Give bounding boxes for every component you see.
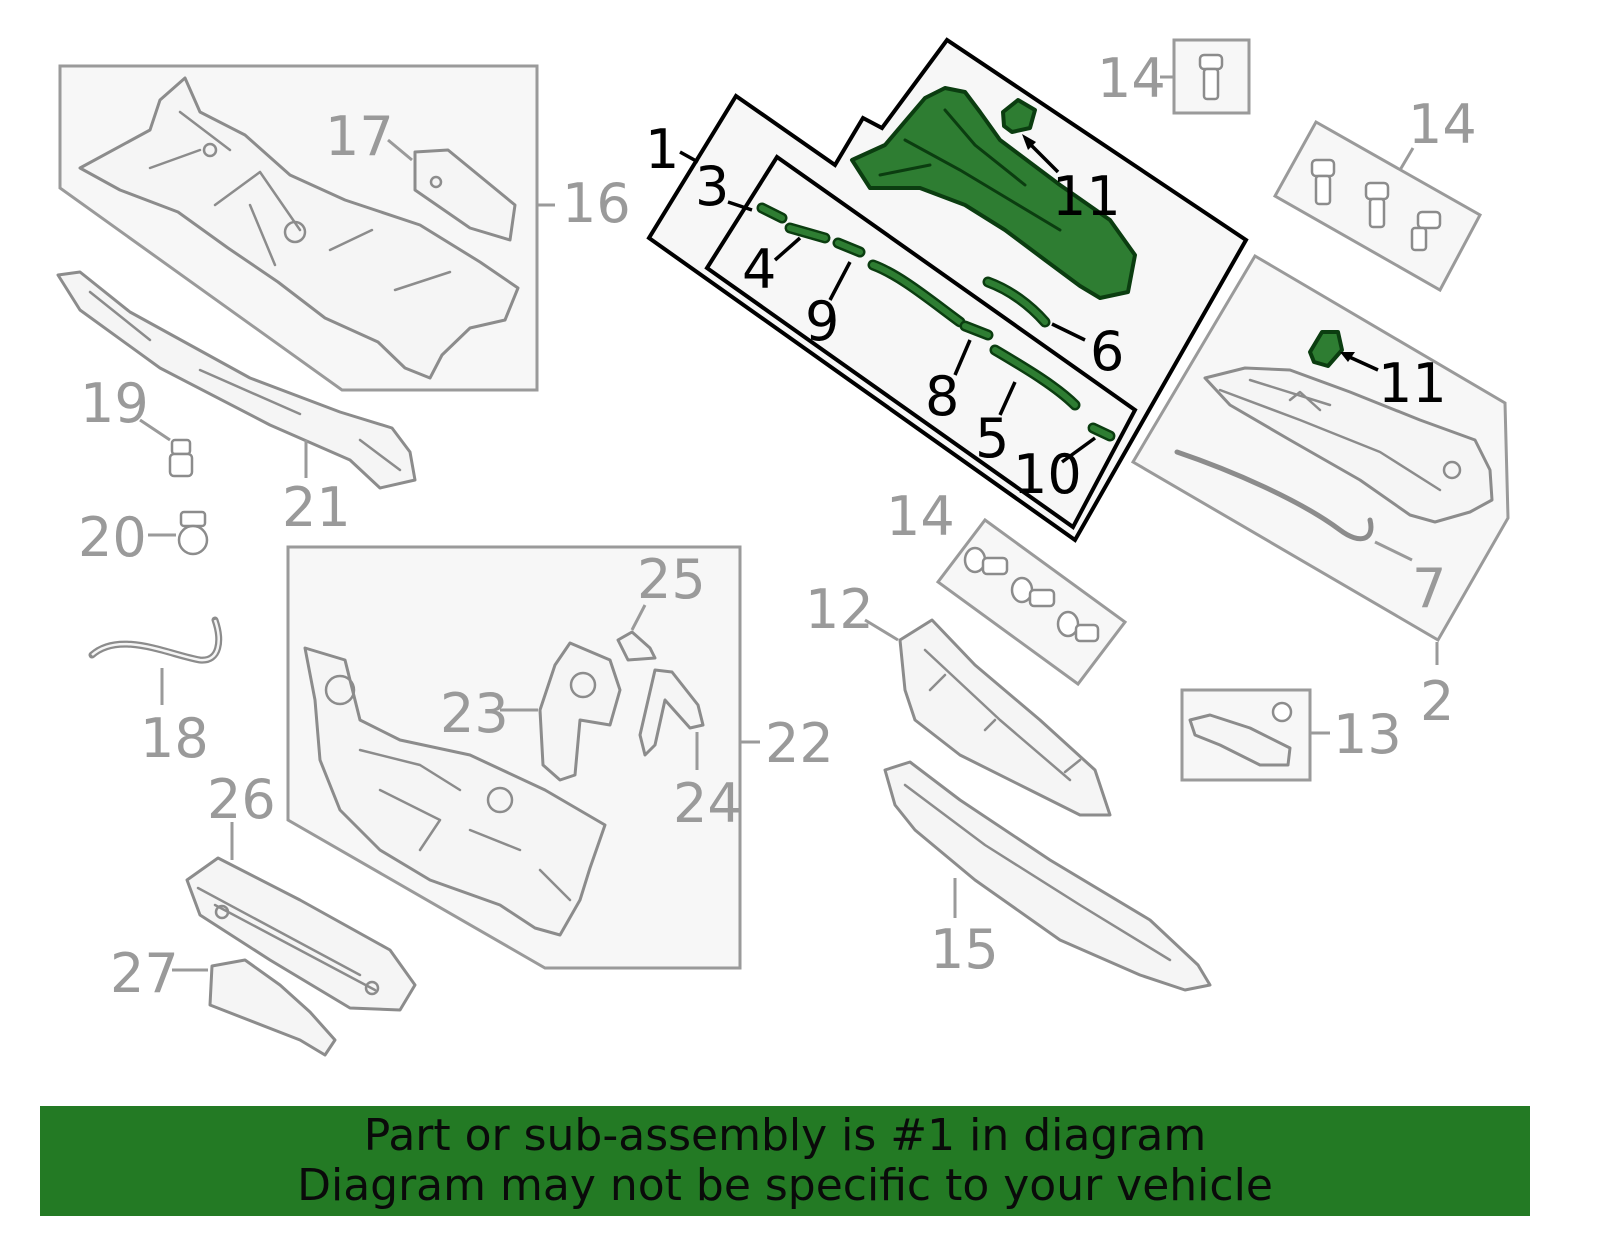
callout-27: 27 [110, 942, 179, 1005]
part-14-clip-single[interactable]: 14 [1097, 38, 1251, 115]
callout-3: 3 [695, 155, 729, 218]
part-11-cap-upper [1001, 98, 1037, 134]
callout-21: 21 [282, 476, 351, 539]
part-25-bracket[interactable]: 25 [616, 548, 706, 662]
callout-17: 17 [325, 105, 394, 168]
part-1-cowl-panel [850, 86, 1137, 300]
callout-23: 23 [440, 682, 509, 745]
callout-22: 22 [765, 712, 834, 775]
callout-19: 19 [80, 372, 149, 435]
notice-banner: Part or sub-assembly is #1 in diagram Di… [40, 1106, 1530, 1216]
callout-7: 7 [1412, 557, 1446, 620]
callout-4: 4 [742, 238, 776, 301]
notice-line-2: Diagram may not be specific to your vehi… [297, 1160, 1273, 1211]
callout-10: 10 [1013, 443, 1082, 506]
notice-line-1: Part or sub-assembly is #1 in diagram [363, 1110, 1207, 1161]
part-18-hose[interactable]: 18 [88, 616, 223, 770]
group-2-cowl-side[interactable]: 11 7 2 [1130, 253, 1510, 733]
part-11-cap-lower [1308, 330, 1344, 368]
callout-18: 18 [140, 707, 209, 770]
callout-26: 26 [207, 768, 276, 831]
callout-20: 20 [78, 506, 147, 569]
part-20-clip[interactable]: 20 [78, 506, 209, 569]
part-22-shape [303, 646, 607, 937]
part-21-crossmember[interactable]: 21 [56, 270, 417, 539]
group-16-dash-upper[interactable]: 16 [58, 64, 631, 392]
part-23-bracket[interactable]: 23 [440, 641, 622, 782]
part-26-member[interactable]: 26 [185, 768, 417, 1012]
callout-13: 13 [1333, 703, 1402, 766]
callout-2: 2 [1420, 670, 1454, 733]
callout-8: 8 [925, 365, 959, 428]
callout-5: 5 [975, 407, 1009, 470]
parts-diagram: 16 17 21 19 20 18 [56, 37, 1510, 1057]
callout-15: 15 [930, 918, 999, 981]
callout-11-upper: 11 [1052, 165, 1121, 228]
part-17-bracket[interactable]: 17 [325, 105, 517, 242]
callout-1: 1 [645, 118, 679, 181]
callout-14-lower: 14 [886, 485, 955, 548]
callout-11-lower: 11 [1378, 352, 1447, 415]
part-13-bracket[interactable]: 13 [1180, 688, 1402, 782]
group-3-box [704, 154, 1138, 530]
part-27-plate[interactable]: 27 [110, 942, 337, 1057]
part-14-clip-set-lower[interactable]: 14 [886, 485, 1128, 687]
callout-16: 16 [562, 172, 631, 235]
group-1-cowl-assembly[interactable]: 11 1 3 4 9 6 8 5 10 [645, 37, 1249, 543]
callout-12: 12 [805, 578, 874, 641]
callout-6: 6 [1090, 320, 1124, 383]
part-19-clip[interactable]: 19 [80, 372, 194, 478]
part-14-clip-set-upper[interactable]: 14 [1272, 93, 1483, 293]
callout-14-right: 14 [1408, 93, 1477, 156]
callout-24: 24 [673, 772, 742, 835]
part-12-cowl-panel[interactable]: 12 [805, 578, 1112, 817]
callout-25: 25 [637, 548, 706, 611]
part-24-bracket[interactable]: 24 [638, 668, 742, 835]
part-15-panel[interactable]: 15 [883, 760, 1212, 992]
part-2-cowl [1203, 366, 1494, 524]
callout-14-top: 14 [1097, 47, 1166, 110]
callout-9: 9 [805, 290, 839, 353]
